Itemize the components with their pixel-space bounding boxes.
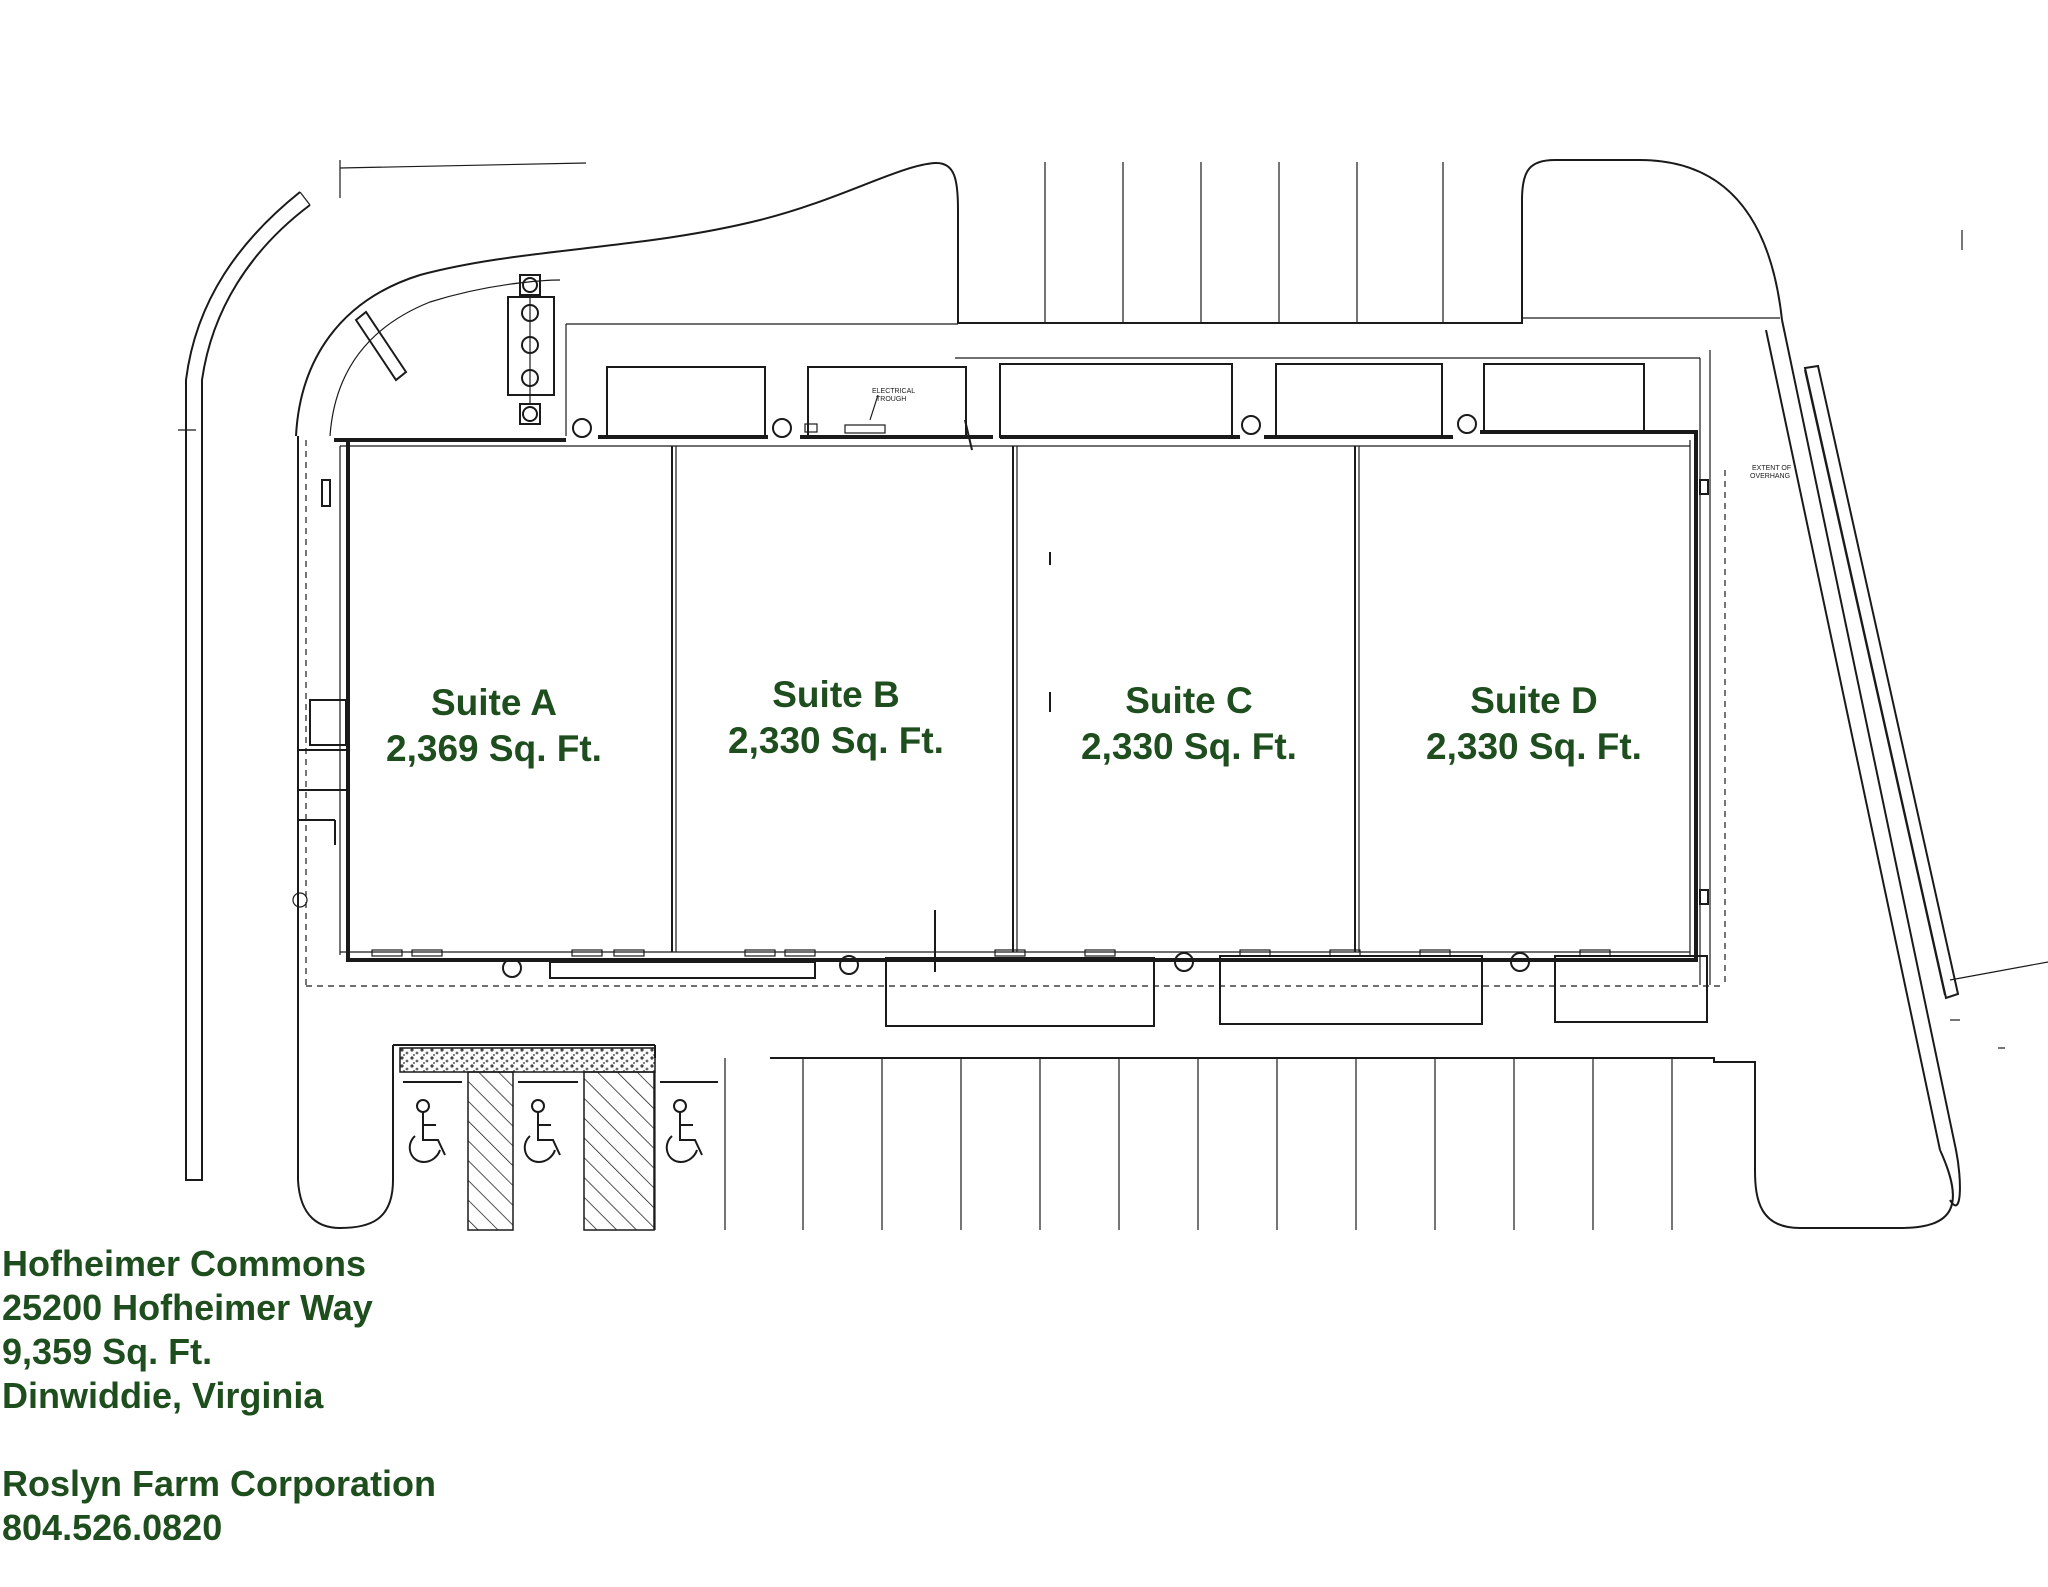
suite-b-label: Suite B 2,330 Sq. Ft. (728, 672, 944, 764)
light-pole-island (507, 274, 555, 425)
contact-phone: 804.526.0820 (2, 1507, 223, 1548)
suite-c-area: 2,330 Sq. Ft. (1081, 726, 1297, 767)
wheelchair-icon (665, 1099, 703, 1164)
suite-a-label: Suite A 2,369 Sq. Ft. (386, 680, 602, 772)
north-island-outline (295, 159, 1783, 437)
contact-company: Roslyn Farm Corporation (2, 1463, 437, 1504)
wheelchair-icon (408, 1099, 446, 1164)
suite-d-label: Suite D 2,330 Sq. Ft. (1426, 678, 1642, 770)
suite-c-label: Suite C 2,330 Sq. Ft. (1081, 678, 1297, 770)
north-parking-stripes (1044, 162, 1444, 323)
suite-d-area: 2,330 Sq. Ft. (1426, 726, 1642, 767)
property-name: Hofheimer Commons (2, 1243, 367, 1284)
electrical-trough-note: ELECTRICAL (872, 388, 915, 395)
overhang-note-2: OVERHANG (1750, 473, 1790, 480)
suite-a-area: 2,369 Sq. Ft. (386, 728, 602, 769)
suite-b-area: 2,330 Sq. Ft. (728, 720, 944, 761)
left-curb (185, 191, 311, 1181)
property-info: Hofheimer Commons 25200 Hofheimer Way 9,… (2, 1242, 436, 1550)
south-parking-stripes (724, 1058, 1673, 1230)
property-location: Dinwiddie, Virginia (2, 1375, 324, 1416)
suite-d-name: Suite D (1470, 680, 1598, 721)
overhang-note: EXTENT OF (1752, 465, 1791, 472)
accessible-parking (399, 1047, 718, 1231)
suite-b-name: Suite B (772, 674, 900, 715)
suite-c-name: Suite C (1125, 680, 1253, 721)
east-curb (1781, 319, 1961, 1207)
property-address: 25200 Hofheimer Way (2, 1287, 373, 1328)
electrical-trough-note-2: TROUGH (876, 396, 906, 403)
suite-a-name: Suite A (430, 682, 558, 723)
property-total-area: 9,359 Sq. Ft. (2, 1331, 213, 1372)
wheelchair-icon (523, 1099, 561, 1164)
spacer (2, 1418, 436, 1462)
angled-gate (354, 310, 408, 382)
building-outline (292, 363, 1726, 1027)
